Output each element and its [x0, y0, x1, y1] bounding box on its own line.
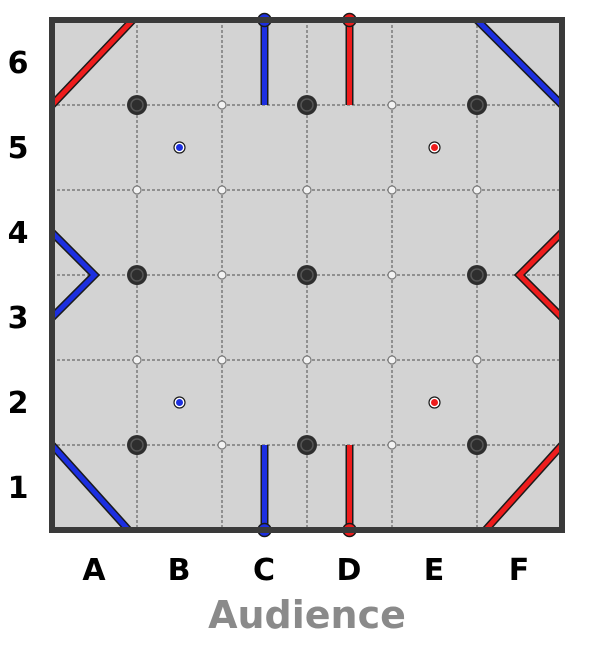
red-tape-line	[483, 443, 564, 532]
tile-junction	[132, 185, 142, 195]
post-inner-ring	[470, 268, 484, 282]
tile-junction	[217, 355, 227, 365]
tile-junction	[302, 185, 312, 195]
blue-marker	[176, 399, 183, 406]
post-inner-ring	[130, 268, 144, 282]
tape-lines	[49, 17, 565, 533]
blue-tape-line	[50, 443, 131, 532]
post	[297, 265, 317, 285]
column-label-a: A	[82, 553, 106, 588]
post	[297, 95, 317, 115]
tile-junction	[302, 355, 312, 365]
post	[467, 95, 487, 115]
row-label-6: 6	[8, 46, 29, 81]
post-inner-ring	[130, 438, 144, 452]
post-inner-ring	[470, 98, 484, 112]
row-label-5: 5	[8, 131, 29, 166]
tile-junction	[472, 185, 482, 195]
post-inner-ring	[470, 438, 484, 452]
tile-junction	[217, 185, 227, 195]
column-label-f: F	[509, 553, 530, 588]
post	[127, 435, 147, 455]
column-label-d: D	[337, 553, 362, 588]
post	[297, 435, 317, 455]
post	[467, 265, 487, 285]
post-inner-ring	[130, 98, 144, 112]
posts	[127, 95, 487, 455]
tile-junction	[217, 440, 227, 450]
field-perimeter	[49, 17, 565, 533]
tile-junction	[387, 270, 397, 280]
post	[127, 265, 147, 285]
audience-label: Audience	[208, 593, 406, 637]
tile-junction	[132, 355, 142, 365]
tile-junction	[387, 100, 397, 110]
tile-junction	[387, 185, 397, 195]
row-label-2: 2	[8, 386, 29, 421]
red-marker	[431, 144, 438, 151]
red-tape-line	[515, 230, 564, 320]
tile-junction	[472, 355, 482, 365]
column-label-e: E	[424, 553, 445, 588]
row-label-3: 3	[8, 301, 29, 336]
post-inner-ring	[300, 438, 314, 452]
column-label-b: B	[168, 553, 191, 588]
row-label-4: 4	[8, 216, 29, 251]
tile-junction	[217, 100, 227, 110]
tile-junction	[387, 440, 397, 450]
post	[127, 95, 147, 115]
tile-junction	[217, 270, 227, 280]
blue-tape-line	[50, 230, 99, 320]
small-markers	[173, 141, 441, 409]
column-label-c: C	[253, 553, 275, 588]
row-labels: 6 5 4 3 2 1	[8, 46, 29, 506]
post	[467, 435, 487, 455]
tile-junction	[387, 355, 397, 365]
blue-marker	[176, 144, 183, 151]
post-inner-ring	[300, 98, 314, 112]
blue-tape-line	[475, 18, 564, 107]
column-labels: A B C D E F	[82, 553, 529, 588]
red-tape-line	[50, 18, 135, 107]
row-label-1: 1	[8, 471, 29, 506]
post-inner-ring	[300, 268, 314, 282]
red-marker	[431, 399, 438, 406]
